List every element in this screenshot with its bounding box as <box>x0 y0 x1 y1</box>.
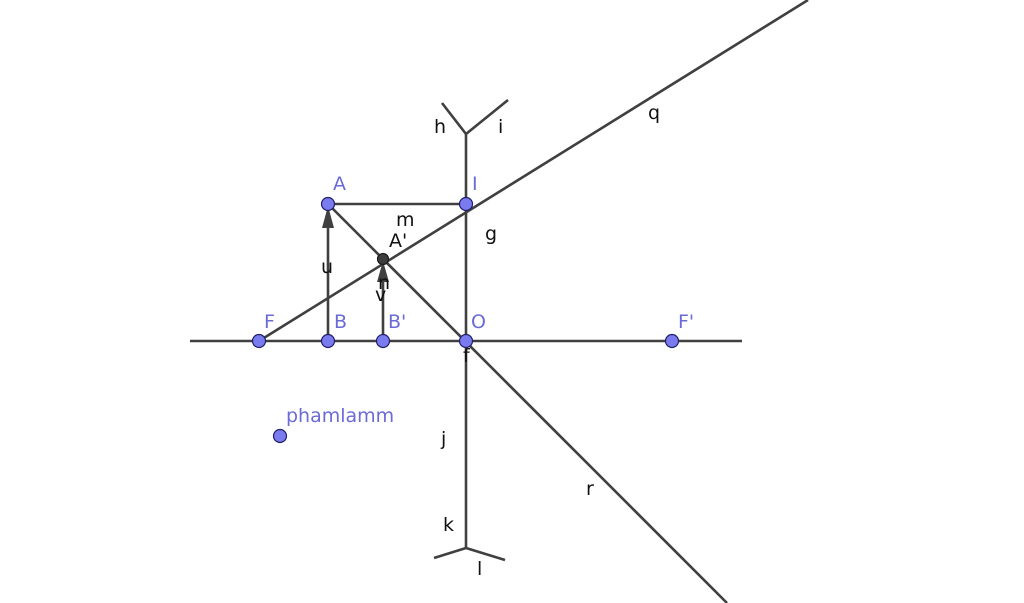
label-q: q <box>648 102 660 124</box>
label-r: r <box>586 478 594 500</box>
label-m: m <box>396 209 415 231</box>
point-b-prime[interactable] <box>375 333 391 349</box>
label-b: B <box>334 311 347 333</box>
label-f-prime: F' <box>678 311 694 333</box>
object-arrowhead <box>322 206 334 228</box>
lens-bottom-end-l[interactable] <box>465 546 506 562</box>
ray-q[interactable] <box>258 0 809 343</box>
label-f-line: f <box>463 345 471 367</box>
label-j: j <box>440 428 446 450</box>
point-a[interactable] <box>320 196 336 212</box>
point-i[interactable] <box>458 196 474 212</box>
label-a: A <box>333 173 346 195</box>
point-a-prime[interactable] <box>376 252 390 266</box>
label-v: v <box>375 284 386 306</box>
label-b-prime: B' <box>388 311 406 333</box>
image-arrowhead <box>377 261 389 282</box>
point-f[interactable] <box>251 333 267 349</box>
lens-top-end-h[interactable] <box>440 102 468 135</box>
label-i: I <box>472 173 478 195</box>
point-o[interactable] <box>458 333 474 349</box>
point-f-prime[interactable] <box>664 333 680 349</box>
label-k: k <box>443 514 454 536</box>
lens-bottom-end-k[interactable] <box>433 546 467 560</box>
label-a-prime: A' <box>389 230 407 252</box>
lens-top-end-i[interactable] <box>465 98 509 136</box>
label-i-line: i <box>498 116 503 138</box>
point-phamlamm[interactable] <box>272 428 288 444</box>
label-o: O <box>471 311 486 333</box>
label-l: l <box>477 558 482 580</box>
label-h: h <box>434 116 446 138</box>
label-n: n <box>378 272 390 294</box>
ray-r[interactable] <box>327 203 728 603</box>
label-phamlamm: phamlamm <box>286 405 394 427</box>
label-g: g <box>485 223 497 245</box>
label-f: F <box>264 311 275 333</box>
label-u: u <box>321 256 333 278</box>
point-b[interactable] <box>320 333 336 349</box>
